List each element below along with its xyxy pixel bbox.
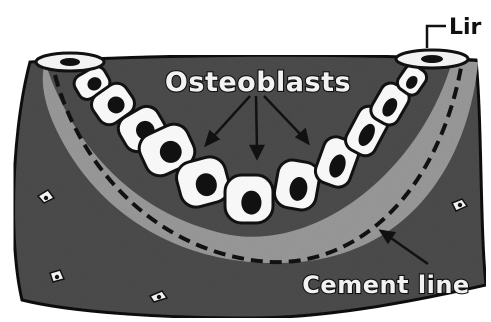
lining-cells-label: Lir [449,15,482,40]
lining-cell-nucleus-icon [60,58,80,66]
osteoblasts-label: Osteoblasts [165,67,351,98]
lining-cells-bracket [427,26,446,48]
osteoblast-nucleus-icon [241,191,261,215]
lining-cell-nucleus-icon [421,55,443,63]
lining-cell-left [36,53,104,71]
osteoblast-cell-icon [225,175,273,223]
osteoblast-cell-icon [272,158,322,213]
lining-cell-right [396,50,468,68]
cement-line-label: Cement line [302,271,469,299]
lining-cells-callout: Lir [427,15,482,48]
